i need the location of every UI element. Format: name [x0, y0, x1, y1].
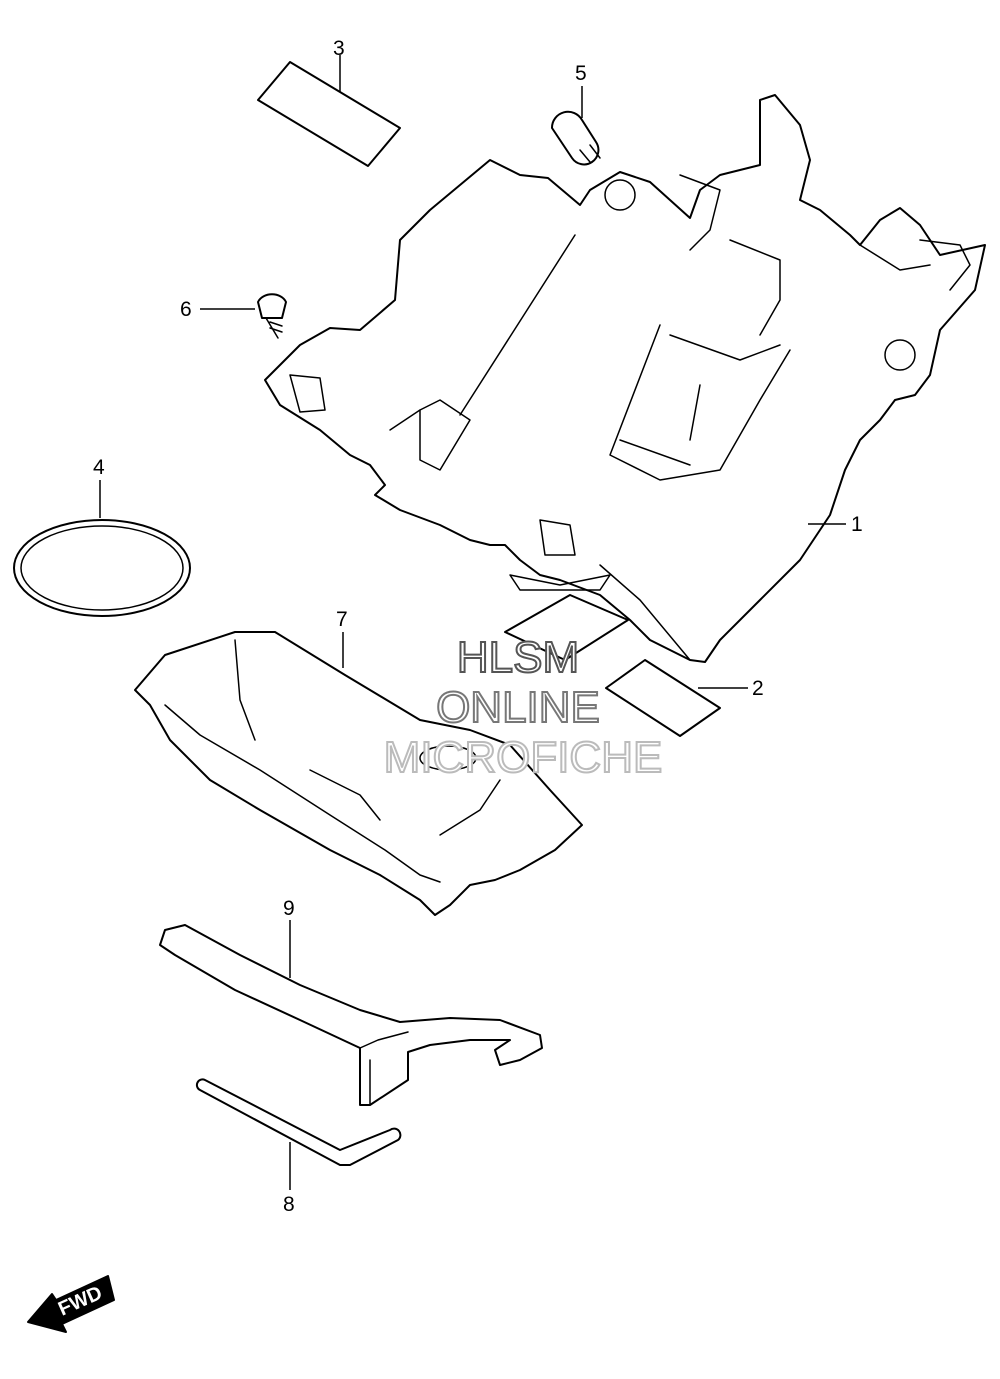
callout-2: 2 [752, 677, 764, 700]
callout-5: 5 [575, 62, 587, 85]
part-1-flat-tab [504, 594, 629, 661]
part-6-screw[interactable] [257, 293, 287, 339]
part-1-tray[interactable] [264, 94, 986, 663]
callout-6: 6 [180, 298, 192, 321]
part-8-hex-key[interactable] [195, 1078, 402, 1166]
callout-3: 3 [333, 37, 345, 60]
watermark-line-1: HLSM [457, 633, 579, 682]
part-4-ring[interactable] [13, 519, 191, 617]
callout-4: 4 [93, 456, 105, 479]
part-5-bolt[interactable] [550, 110, 601, 166]
callout-7: 7 [336, 608, 348, 631]
fwd-arrow-icon: FWD [27, 1275, 115, 1333]
watermark-line-2: ONLINE [436, 683, 600, 732]
part-2-label[interactable] [605, 659, 721, 737]
part-3-label[interactable] [257, 61, 401, 167]
callout-9: 9 [283, 897, 295, 920]
part-9-wrench[interactable] [159, 924, 543, 1106]
callout-8: 8 [283, 1193, 295, 1216]
part-7-cover[interactable] [134, 631, 583, 916]
watermark-line-3: MICROFICHE [384, 733, 663, 782]
callout-1: 1 [851, 513, 863, 536]
watermark: HLSM ONLINE MICROFICHE [383, 632, 664, 783]
